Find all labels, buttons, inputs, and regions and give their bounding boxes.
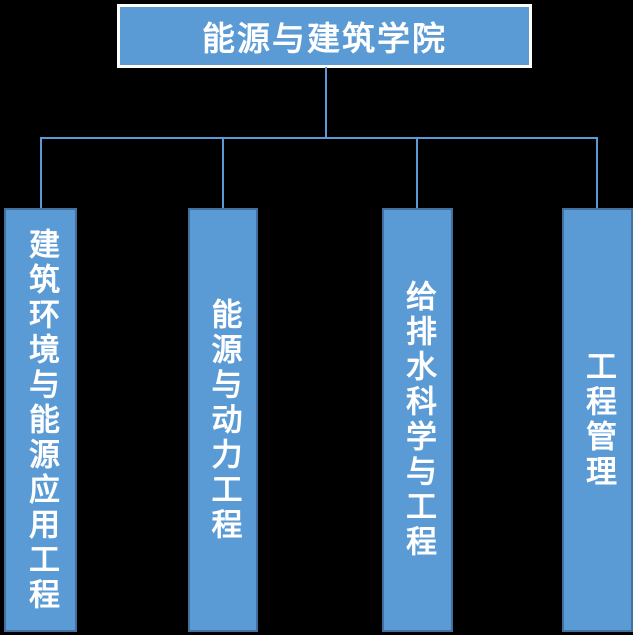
- child-node-building-environment: 建筑环境与能源应用工程: [4, 208, 77, 632]
- connector-drop-4: [596, 137, 598, 208]
- child-node-label: 建筑环境与能源应用工程: [23, 227, 59, 613]
- connector-drop-1: [40, 137, 42, 208]
- child-node-water-science: 给排水科学与工程: [382, 208, 453, 632]
- child-node-label: 能源与动力工程: [205, 297, 242, 543]
- root-node-label: 能源与建筑学院: [202, 19, 447, 58]
- child-node-energy-power: 能源与动力工程: [188, 208, 258, 632]
- connector-drop-2: [222, 137, 224, 208]
- child-node-engineering-management: 工程管理: [562, 208, 633, 632]
- child-node-label: 工程管理: [580, 350, 616, 490]
- connector-horizontal-bar: [40, 137, 598, 139]
- connector-drop-3: [416, 137, 418, 208]
- root-node: 能源与建筑学院: [117, 4, 532, 68]
- connector-root-stem: [325, 67, 327, 138]
- child-node-label: 给排水科学与工程: [400, 280, 436, 560]
